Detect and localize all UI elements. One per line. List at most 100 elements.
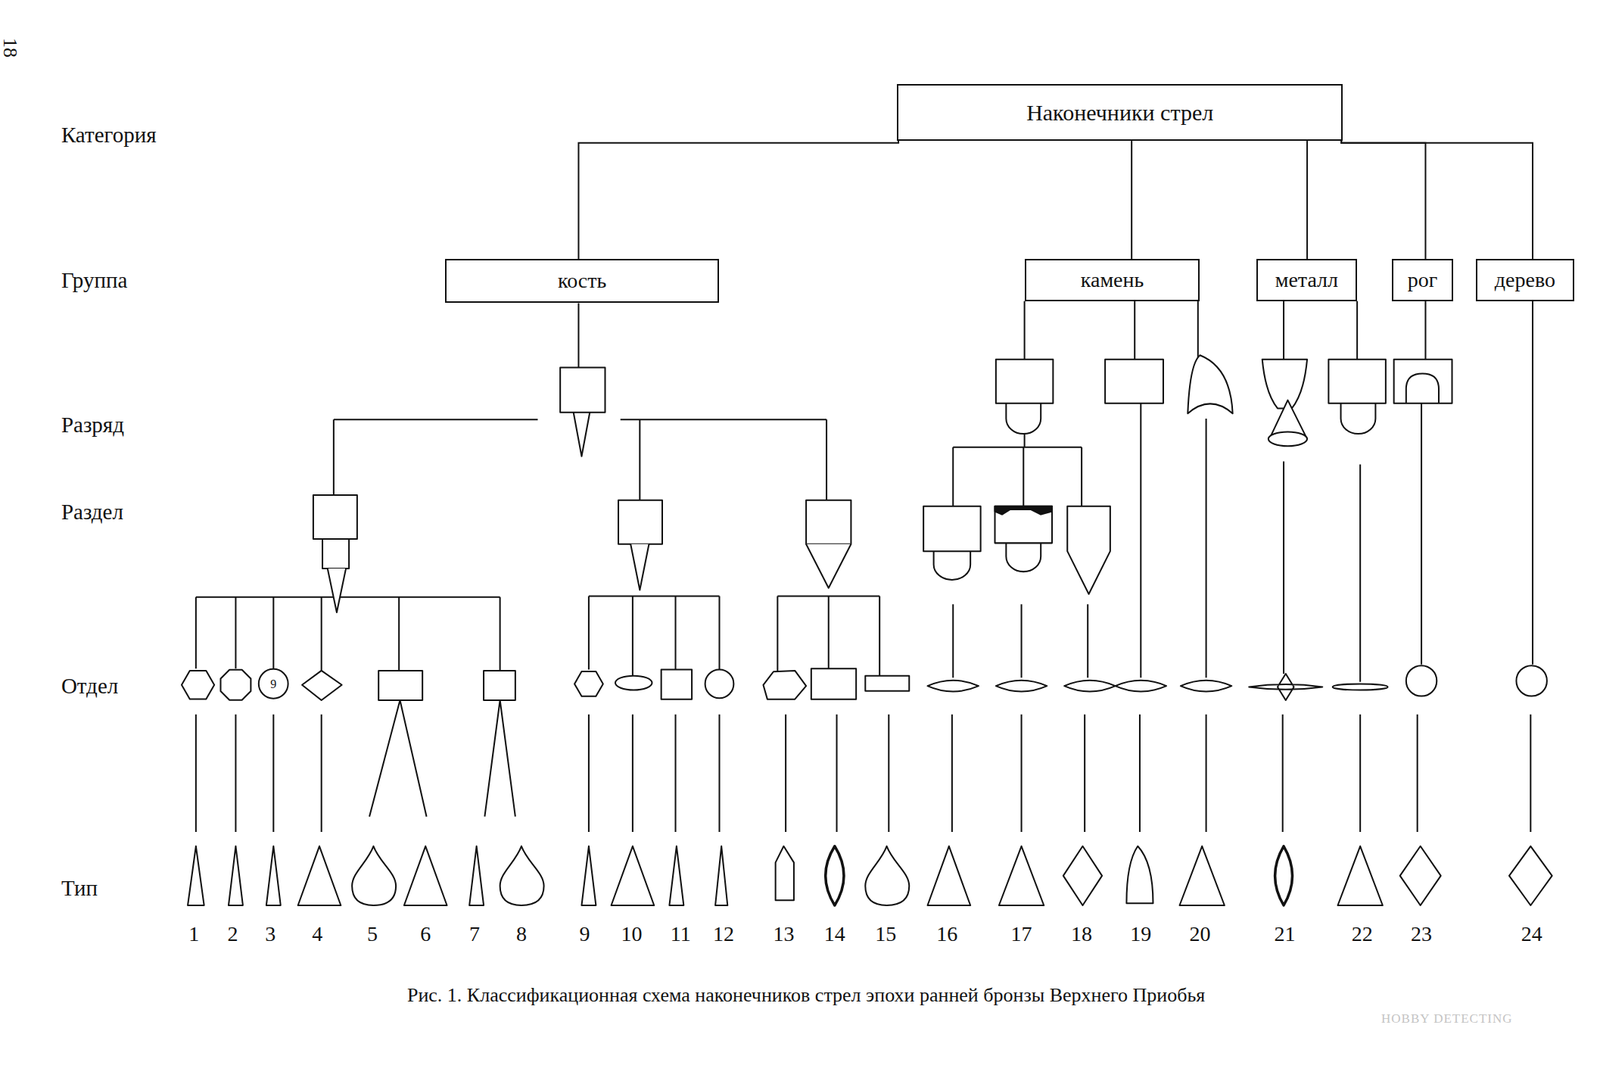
- section-icon: [327, 568, 346, 613]
- cross-section: [1332, 683, 1389, 690]
- tree-connector: [578, 140, 899, 259]
- section-icon: [995, 506, 1053, 572]
- type-number: 15: [874, 921, 897, 946]
- section-icon: [630, 544, 649, 591]
- tree-line: [196, 714, 1531, 832]
- row-label: Категория: [61, 123, 157, 148]
- cross-section: [181, 670, 215, 699]
- arrowhead-outline: [1338, 846, 1383, 906]
- arrowhead-outline: [865, 846, 909, 906]
- tree-line: [952, 403, 1206, 679]
- type-number: 23: [1410, 921, 1432, 946]
- row-label: Отдел: [61, 674, 119, 699]
- rank-icon: [560, 367, 605, 412]
- row-label: Группа: [61, 268, 128, 293]
- node-text: кость: [557, 269, 607, 293]
- type-number: 21: [1273, 921, 1295, 946]
- arrowhead-outline: [500, 846, 545, 906]
- cross-section: [483, 670, 516, 701]
- cross-section: [615, 675, 653, 691]
- row-label: Раздел: [61, 500, 124, 525]
- cross-section: [865, 675, 909, 692]
- type-number: 9: [579, 921, 591, 946]
- rank-icon: [1105, 359, 1164, 404]
- rank-icon: [1394, 359, 1453, 404]
- tree-connector: [1130, 140, 1133, 259]
- type-number: 24: [1521, 921, 1543, 946]
- arrowhead-outline: [1126, 846, 1153, 904]
- arrowhead-outline: [999, 846, 1044, 906]
- tree-line: [333, 303, 827, 501]
- section-icon: [923, 506, 981, 580]
- category-box: Наконечники стрел: [896, 84, 1343, 142]
- page-number: 18: [0, 37, 22, 58]
- arrowhead-outline: [611, 846, 655, 906]
- type-number: 6: [420, 921, 431, 946]
- cross-section: [301, 670, 343, 701]
- rank-icon: [1187, 354, 1233, 414]
- cross-section: [1115, 680, 1167, 692]
- type-number: 5: [367, 921, 378, 946]
- group-box: дерево: [1475, 258, 1576, 301]
- tree-line: [1421, 301, 1533, 665]
- rank-icon: [1262, 359, 1308, 409]
- row-label: Тип: [61, 876, 98, 901]
- arrowhead-outline: [775, 846, 794, 900]
- arrowhead-outline: [1275, 846, 1293, 906]
- node-text: дерево: [1494, 268, 1556, 293]
- section-icon: [618, 500, 663, 545]
- cross-section: [705, 669, 735, 699]
- group-box: кость: [445, 258, 720, 303]
- arrowhead-outline: [581, 846, 596, 906]
- type-number: 7: [469, 921, 480, 946]
- type-number: 18: [1070, 921, 1093, 946]
- type-number: 17: [1011, 921, 1033, 946]
- tree-line: [369, 700, 516, 817]
- cross-section: [762, 670, 807, 700]
- tree-line: [777, 595, 880, 676]
- section-icon: [806, 544, 851, 589]
- arrowhead-outline: [228, 846, 243, 906]
- arrowhead-outline: [825, 846, 844, 906]
- row-label: Разряд: [61, 413, 125, 438]
- arrowhead-outline: [715, 846, 728, 906]
- section-icon: [313, 494, 358, 569]
- arrowhead-outline: [1509, 846, 1553, 906]
- node-text: камень: [1080, 268, 1145, 293]
- type-number: 22: [1351, 921, 1373, 946]
- figure-caption: Рис. 1. Классификационная схема наконечн…: [407, 983, 1205, 1006]
- arrowhead-outline: [351, 846, 396, 906]
- circle-outline: [258, 669, 289, 699]
- tree-connector: [1341, 140, 1426, 259]
- arrowhead-outline: [1400, 846, 1442, 906]
- cross-section: [1248, 673, 1323, 701]
- cross-section: [1064, 680, 1115, 692]
- cross-section: [1180, 680, 1232, 692]
- cross-section: [996, 680, 1047, 692]
- arrowhead-outline: [1179, 846, 1225, 906]
- node-text: 9: [270, 677, 277, 692]
- type-number: 20: [1189, 921, 1211, 946]
- node-text: Наконечники стрел: [1026, 99, 1214, 125]
- tree-line: [196, 597, 501, 671]
- arrowhead-outline: [404, 846, 448, 906]
- group-box: металл: [1256, 258, 1358, 301]
- cross-section: [1515, 665, 1547, 696]
- section-icon: [806, 500, 851, 545]
- arrowhead-outline: [669, 846, 684, 906]
- arrowhead-outline: [1063, 846, 1102, 906]
- node-text: рог: [1407, 268, 1438, 293]
- arrowhead-outline: [187, 846, 205, 906]
- watermark: HOBBY DETECTING: [1381, 1011, 1513, 1026]
- arrowhead-outline: [266, 846, 281, 906]
- arrowhead-outline: [469, 846, 484, 906]
- tree-line: [1283, 301, 1361, 682]
- section-circle: 9: [258, 668, 289, 699]
- cross-section: [661, 669, 692, 700]
- rank-icon: [1268, 431, 1308, 446]
- rank-icon: [996, 359, 1054, 434]
- tree-line: [588, 595, 720, 676]
- tree-line: [952, 433, 1082, 507]
